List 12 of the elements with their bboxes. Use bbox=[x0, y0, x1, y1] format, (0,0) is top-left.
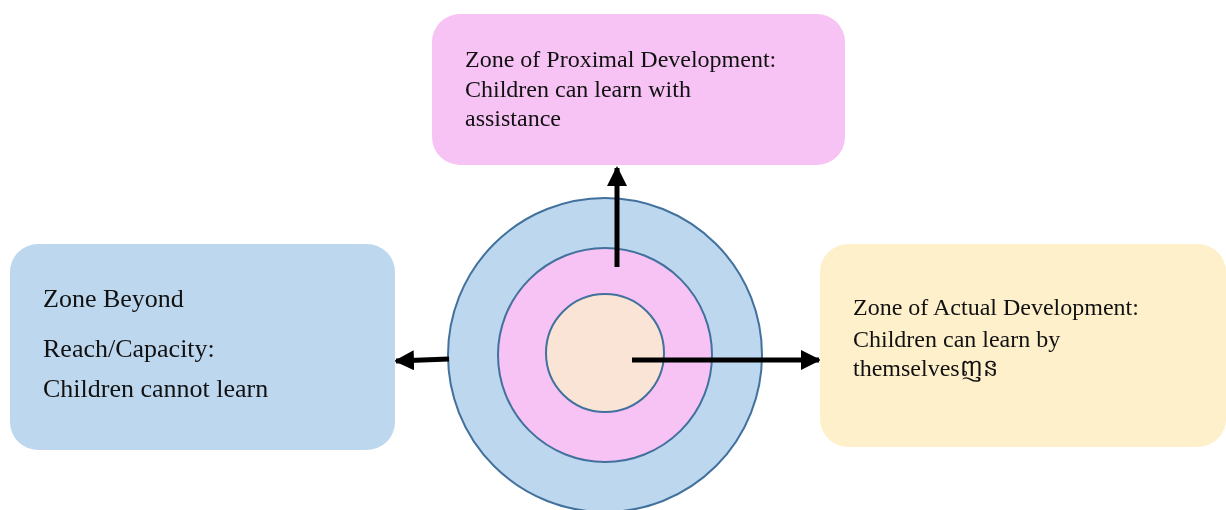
zone-heading: Zone of Actual Development: bbox=[853, 293, 1140, 322]
zone-description: Children can learn by themselvesញន bbox=[853, 325, 1062, 383]
zone-description: Children can learn with assistance bbox=[465, 75, 692, 133]
arrow bbox=[394, 350, 450, 371]
zone-heading: Zone of Proximal Development: bbox=[465, 45, 778, 74]
zone-box bbox=[820, 244, 1226, 447]
arrow bbox=[632, 350, 821, 370]
zone-description: Children cannot learn bbox=[43, 374, 270, 403]
zone-box bbox=[10, 244, 395, 450]
zone-box bbox=[432, 14, 845, 165]
arrow bbox=[607, 166, 627, 267]
zone-heading: Zone Beyond Reach/Capacity: bbox=[43, 283, 216, 365]
